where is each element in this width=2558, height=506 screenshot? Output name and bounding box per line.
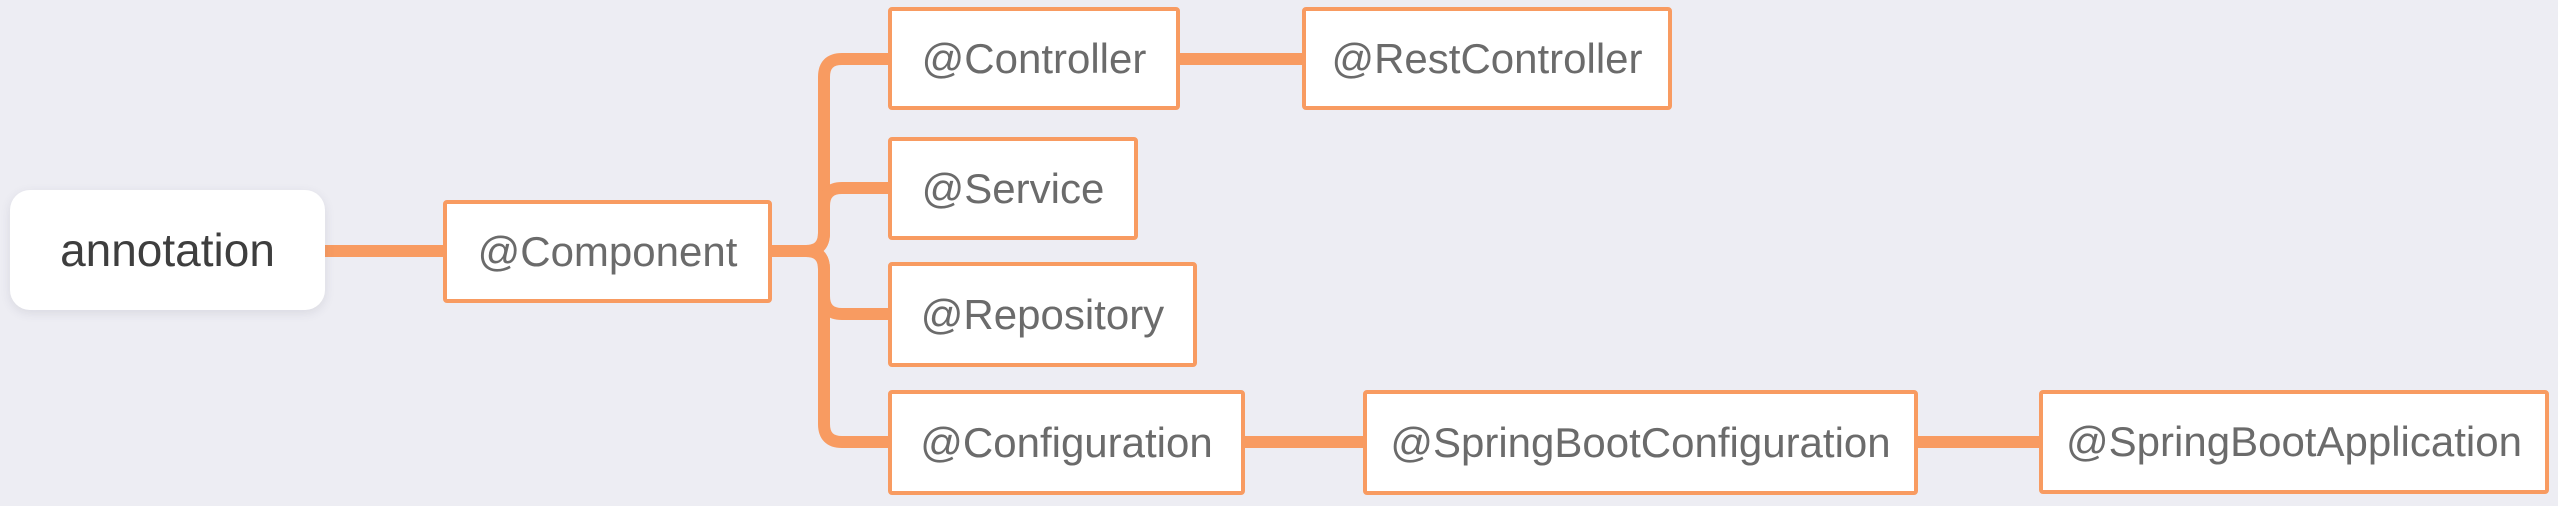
node-springbootapplication-label: @SpringBootApplication xyxy=(2066,418,2522,465)
node-configuration[interactable]: @Configuration xyxy=(888,390,1245,495)
node-component-label: @Component xyxy=(477,227,738,275)
node-repository[interactable]: @Repository xyxy=(888,262,1197,367)
node-component[interactable]: @Component xyxy=(443,200,772,303)
node-service-label: @Service xyxy=(921,164,1105,212)
node-annotation[interactable]: annotation xyxy=(10,190,325,310)
node-springbootconfiguration[interactable]: @SpringBootConfiguration xyxy=(1363,390,1918,495)
node-repository-label: @Repository xyxy=(920,290,1165,338)
node-springbootapplication[interactable]: @SpringBootApplication xyxy=(2039,390,2549,494)
node-service[interactable]: @Service xyxy=(888,137,1138,240)
node-controller-label: @Controller xyxy=(921,34,1147,82)
node-annotation-label: annotation xyxy=(60,224,275,276)
node-configuration-label: @Configuration xyxy=(920,418,1213,466)
node-restcontroller-label: @RestController xyxy=(1331,34,1643,82)
node-controller[interactable]: @Controller xyxy=(888,7,1180,110)
node-springbootconfiguration-label: @SpringBootConfiguration xyxy=(1390,418,1891,466)
connector-component-to-configuration xyxy=(768,245,892,448)
node-restcontroller[interactable]: @RestController xyxy=(1302,7,1672,110)
connector-component-to-service xyxy=(768,182,892,257)
